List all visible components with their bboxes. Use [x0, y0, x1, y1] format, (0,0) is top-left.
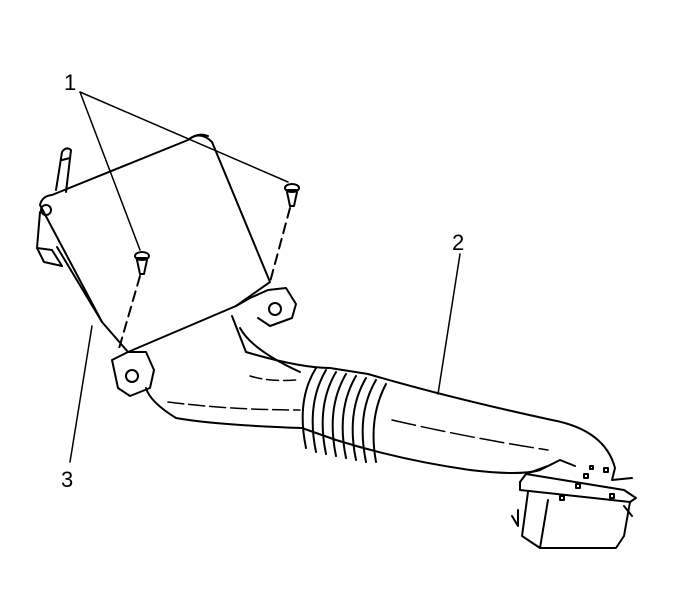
- screw-middle: [135, 252, 149, 274]
- module-side-face: [37, 212, 62, 266]
- callout-3-module: 3: [61, 467, 74, 492]
- module-mounting-tab-left: [112, 352, 154, 396]
- callout-1-fastener: 1: [64, 70, 77, 95]
- screw-path-middle: [118, 276, 140, 352]
- duct-bellows: [303, 368, 386, 462]
- module-mounting-tab-right: [236, 288, 296, 326]
- screw-path-top: [270, 208, 290, 282]
- module-stud: [56, 148, 71, 192]
- duct-outlet-connector: [512, 466, 636, 548]
- screw-top: [285, 184, 299, 206]
- module-box: [40, 135, 270, 352]
- air-duct: [146, 316, 632, 480]
- callout-2-duct: 2: [452, 230, 465, 255]
- leader-lines: [70, 92, 460, 462]
